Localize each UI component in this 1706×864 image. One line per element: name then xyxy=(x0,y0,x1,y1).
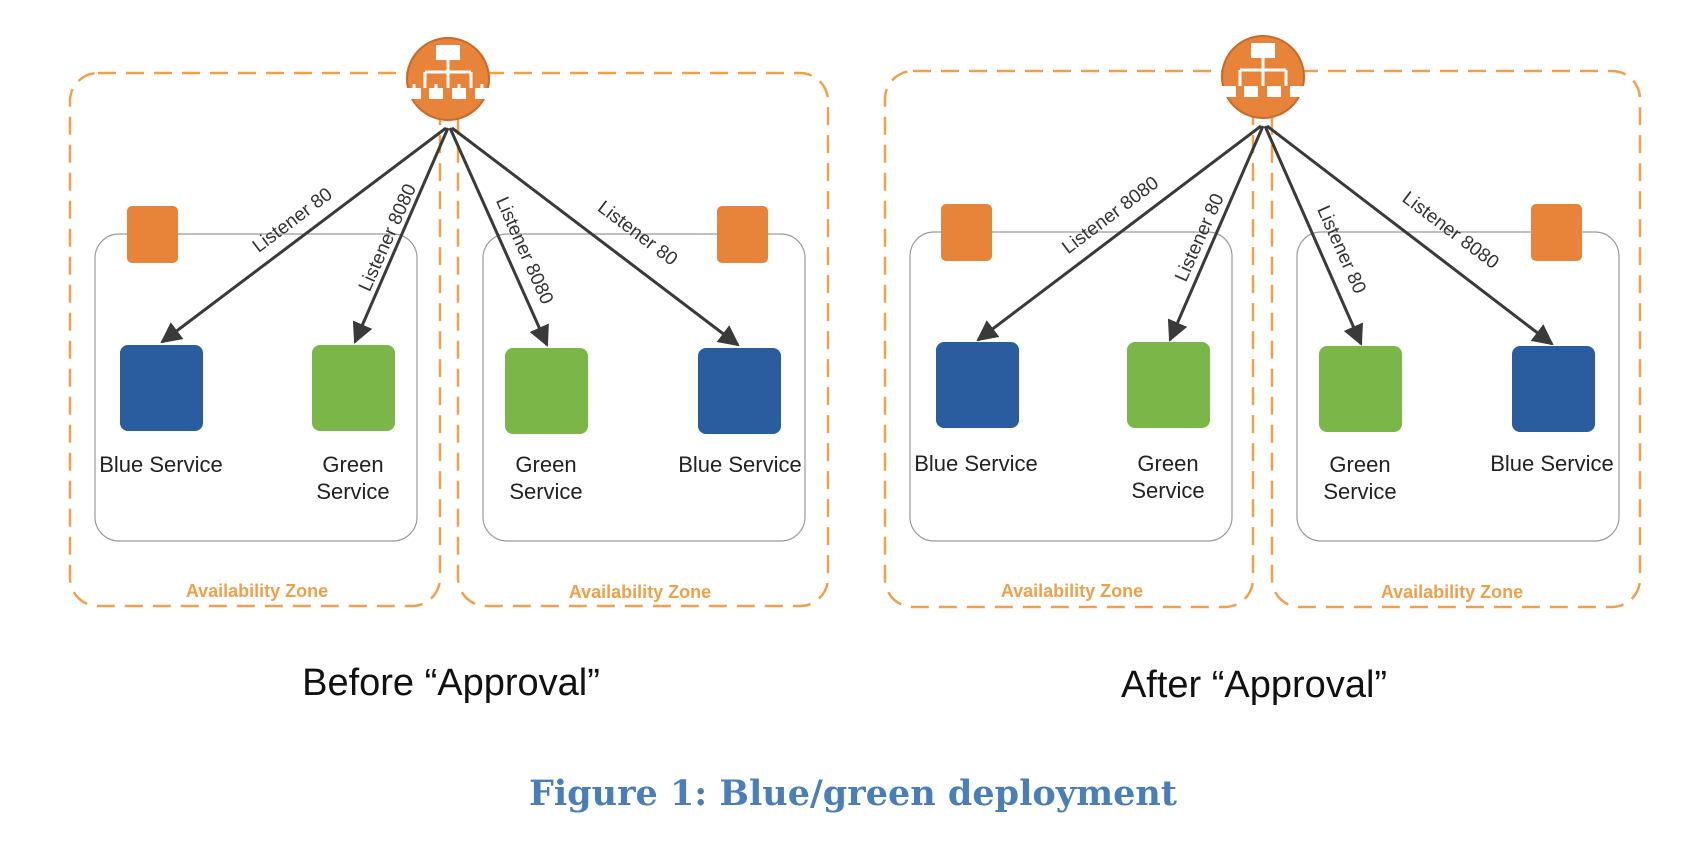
service-label: Service xyxy=(1323,479,1396,504)
panel-title: After “Approval” xyxy=(1121,664,1387,706)
listener-arrow xyxy=(976,124,1262,342)
service-label: Blue Service xyxy=(914,451,1038,476)
service-label: Blue Service xyxy=(99,452,223,477)
listener-arrow xyxy=(1263,125,1363,346)
listener-arrow xyxy=(160,126,447,344)
listener-label: Listener 8080 xyxy=(1398,188,1503,274)
subnet-box-2 xyxy=(1296,231,1620,542)
service-label: Service xyxy=(509,479,582,504)
instance-icon xyxy=(717,206,768,263)
service-square-blue xyxy=(120,345,203,431)
listener-arrow xyxy=(1266,124,1554,346)
panel-after: Blue Service Green Service Availability … xyxy=(883,35,1642,706)
panel-title: Before “Approval” xyxy=(302,662,600,704)
service-label: Green xyxy=(515,452,576,477)
service-square-green xyxy=(1319,346,1402,432)
service-label: Green xyxy=(1137,451,1198,476)
listener-label: Listener 8080 xyxy=(355,181,421,295)
service-square-blue xyxy=(1512,346,1595,432)
service-square-blue xyxy=(936,342,1019,428)
subnet-box-1 xyxy=(94,233,418,542)
subnet-box-2 xyxy=(482,233,806,542)
availability-zone-label: Availability Zone xyxy=(186,581,328,601)
availability-zone-label: Availability Zone xyxy=(569,582,711,602)
listener-arrow xyxy=(1167,125,1265,342)
instance-icon xyxy=(941,204,992,261)
availability-zone-label: Availability Zone xyxy=(1381,582,1523,602)
instance-icon xyxy=(127,206,178,263)
service-label: Green xyxy=(1329,452,1390,477)
availability-zone-1 xyxy=(68,71,442,608)
instance-icon xyxy=(1531,204,1582,261)
panel-before: Blue Service Green Service Availability … xyxy=(68,37,830,704)
listener-label: Listener 8080 xyxy=(1058,173,1163,259)
service-label: Service xyxy=(316,479,389,504)
service-square-green xyxy=(312,345,395,431)
figure-caption: Figure 1: Blue/green deployment xyxy=(529,773,1177,814)
service-label: Blue Service xyxy=(1490,451,1614,476)
load-balancer-icon xyxy=(406,37,490,121)
service-square-green xyxy=(505,348,588,434)
service-label: Blue Service xyxy=(678,452,802,477)
service-label: Green xyxy=(322,452,383,477)
availability-zone-label: Availability Zone xyxy=(1001,581,1143,601)
listener-arrow xyxy=(448,127,549,347)
availability-zone-2 xyxy=(456,71,830,608)
subnet-box-1 xyxy=(909,231,1233,542)
load-balancer-icon xyxy=(1221,35,1305,119)
service-square-blue xyxy=(698,348,781,434)
service-square-green xyxy=(1127,342,1210,428)
listener-arrow xyxy=(451,126,740,347)
availability-zone-1 xyxy=(883,69,1255,609)
listener-arrow xyxy=(352,127,450,344)
service-label: Service xyxy=(1131,478,1204,503)
availability-zone-2 xyxy=(1270,69,1642,609)
